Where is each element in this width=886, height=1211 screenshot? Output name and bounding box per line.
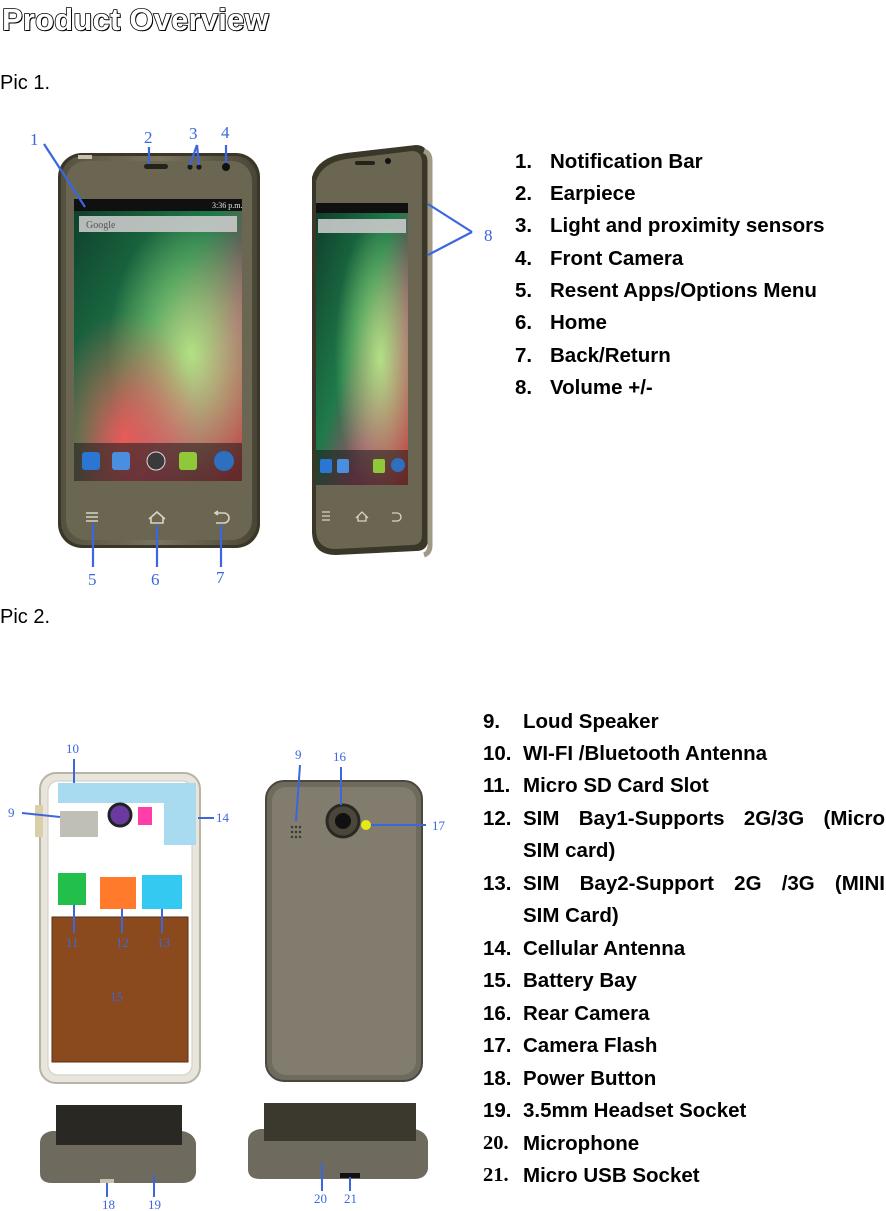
callout-7: 7	[216, 568, 225, 587]
list-item-number: 17.	[483, 1034, 512, 1057]
list-item-text: Microphone	[523, 1132, 640, 1155]
list-word: Bay2-Support	[579, 872, 715, 895]
list-item-number: 15.	[483, 969, 512, 992]
list-item-number: 16.	[483, 1002, 512, 1025]
list-item-text: Earpiece	[550, 182, 636, 205]
list-item-number: 13.	[483, 872, 512, 895]
pic1-phone-front-side-figure: 3:36 p.m. Google	[30, 123, 493, 589]
list-item-number: 3.	[515, 214, 533, 237]
callout-10: 10	[66, 741, 79, 756]
list-item-text: Rear Camera	[523, 1002, 650, 1025]
list-item-text: Back/Return	[550, 344, 671, 367]
list-item-number: 1.	[515, 150, 533, 173]
list-item-number: 11.	[483, 774, 511, 797]
list-item-number: 4.	[515, 247, 533, 270]
list-item-number: 2.	[515, 182, 533, 205]
list-item-text: Home	[550, 311, 607, 334]
list-item-text: Cellular Antenna	[523, 937, 686, 960]
list-item-text: Power Button	[523, 1067, 657, 1090]
list-item-number: 9.	[483, 710, 501, 733]
callout-13: 13	[157, 935, 170, 950]
callout-20: 20	[314, 1191, 327, 1206]
closed-phone-back	[265, 780, 423, 1082]
callout-9-left: 9	[8, 805, 15, 820]
list-word: Bay1-Supports	[578, 807, 725, 830]
callout-2: 2	[144, 128, 153, 147]
list-item-text: Notification Bar	[550, 150, 703, 173]
pic2-phone-back-figure: 10 9 11 12 13 14 15 9 16 17 18 19 20 21	[8, 741, 446, 1211]
list-item-number: 19.	[483, 1099, 512, 1122]
list-item-text-justified: SIM Bay1-Supports 2G/3G (Micro	[523, 807, 885, 831]
list-item-number: 6.	[515, 311, 533, 334]
list-item-number: 5.	[515, 279, 533, 302]
list-item-number: 18.	[483, 1067, 512, 1090]
callout-12: 12	[116, 935, 129, 950]
list-item-text: Light and proximity sensors	[550, 214, 825, 237]
list-item-text: Resent Apps/Options Menu	[550, 279, 817, 302]
google-search-label: Google	[86, 220, 116, 231]
list-item-text-continued: SIM Card)	[523, 904, 619, 927]
callout-9-right: 9	[295, 747, 302, 762]
phone-top-edge-view	[40, 1105, 196, 1183]
list-item-text: WI-FI /Bluetooth Antenna	[523, 742, 768, 765]
callout-17: 17	[432, 818, 446, 833]
list-item-text-justified: SIM Bay2-Support 2G /3G (MINI	[523, 872, 885, 896]
pic1-label: Pic 1.	[0, 72, 51, 94]
list-item-text: Loud Speaker	[523, 710, 659, 733]
callout-4: 4	[221, 123, 230, 142]
callout-5: 5	[88, 570, 97, 589]
list-item-text-continued: SIM card)	[523, 839, 616, 862]
side-phone	[312, 145, 433, 558]
list-word: /3G	[781, 872, 815, 895]
pic2-label: Pic 2.	[0, 606, 51, 628]
callout-6: 6	[151, 570, 160, 589]
open-phone-internals	[35, 772, 201, 1084]
list-item-number: 12.	[483, 807, 512, 830]
page-title: Product Overview	[1, 1, 269, 38]
list-item-text: Micro SD Card Slot	[523, 774, 709, 797]
list-item-number: 21.	[483, 1164, 509, 1186]
list-item-text: 3.5mm Headset Socket	[523, 1099, 747, 1122]
callout-14: 14	[216, 810, 230, 825]
list-item-number: 8.	[515, 376, 533, 399]
list-item-number: 20.	[483, 1132, 509, 1154]
list-word: SIM	[523, 872, 560, 895]
callout-3: 3	[189, 124, 198, 143]
callout-19: 19	[148, 1197, 161, 1211]
list-word: 2G/3G	[743, 807, 805, 830]
list-word: 2G	[734, 872, 762, 895]
list-item-text: Volume +/-	[550, 376, 653, 399]
list-item-text: Front Camera	[550, 247, 684, 270]
callout-1: 1	[30, 130, 39, 149]
callout-18: 18	[102, 1197, 115, 1211]
callout-15: 15	[110, 989, 123, 1004]
list-word: (MINI	[834, 872, 885, 895]
list-item-text: Micro USB Socket	[523, 1164, 700, 1187]
callout-11: 11	[66, 935, 79, 950]
callout-8: 8	[484, 226, 493, 245]
list-item-number: 7.	[515, 344, 533, 367]
callout-16: 16	[333, 749, 347, 764]
phone-bottom-edge-view	[248, 1103, 428, 1179]
callout-21: 21	[344, 1191, 357, 1206]
status-clock: 3:36 p.m.	[212, 201, 242, 210]
list-item-text: Battery Bay	[523, 969, 637, 992]
list-word: SIM	[523, 807, 560, 830]
front-phone: 3:36 p.m. Google	[58, 153, 260, 548]
list-word: (Micro	[823, 807, 886, 830]
list-item-number: 14.	[483, 937, 512, 960]
list-item-number: 10.	[483, 742, 512, 765]
list-item-text: Camera Flash	[523, 1034, 658, 1057]
